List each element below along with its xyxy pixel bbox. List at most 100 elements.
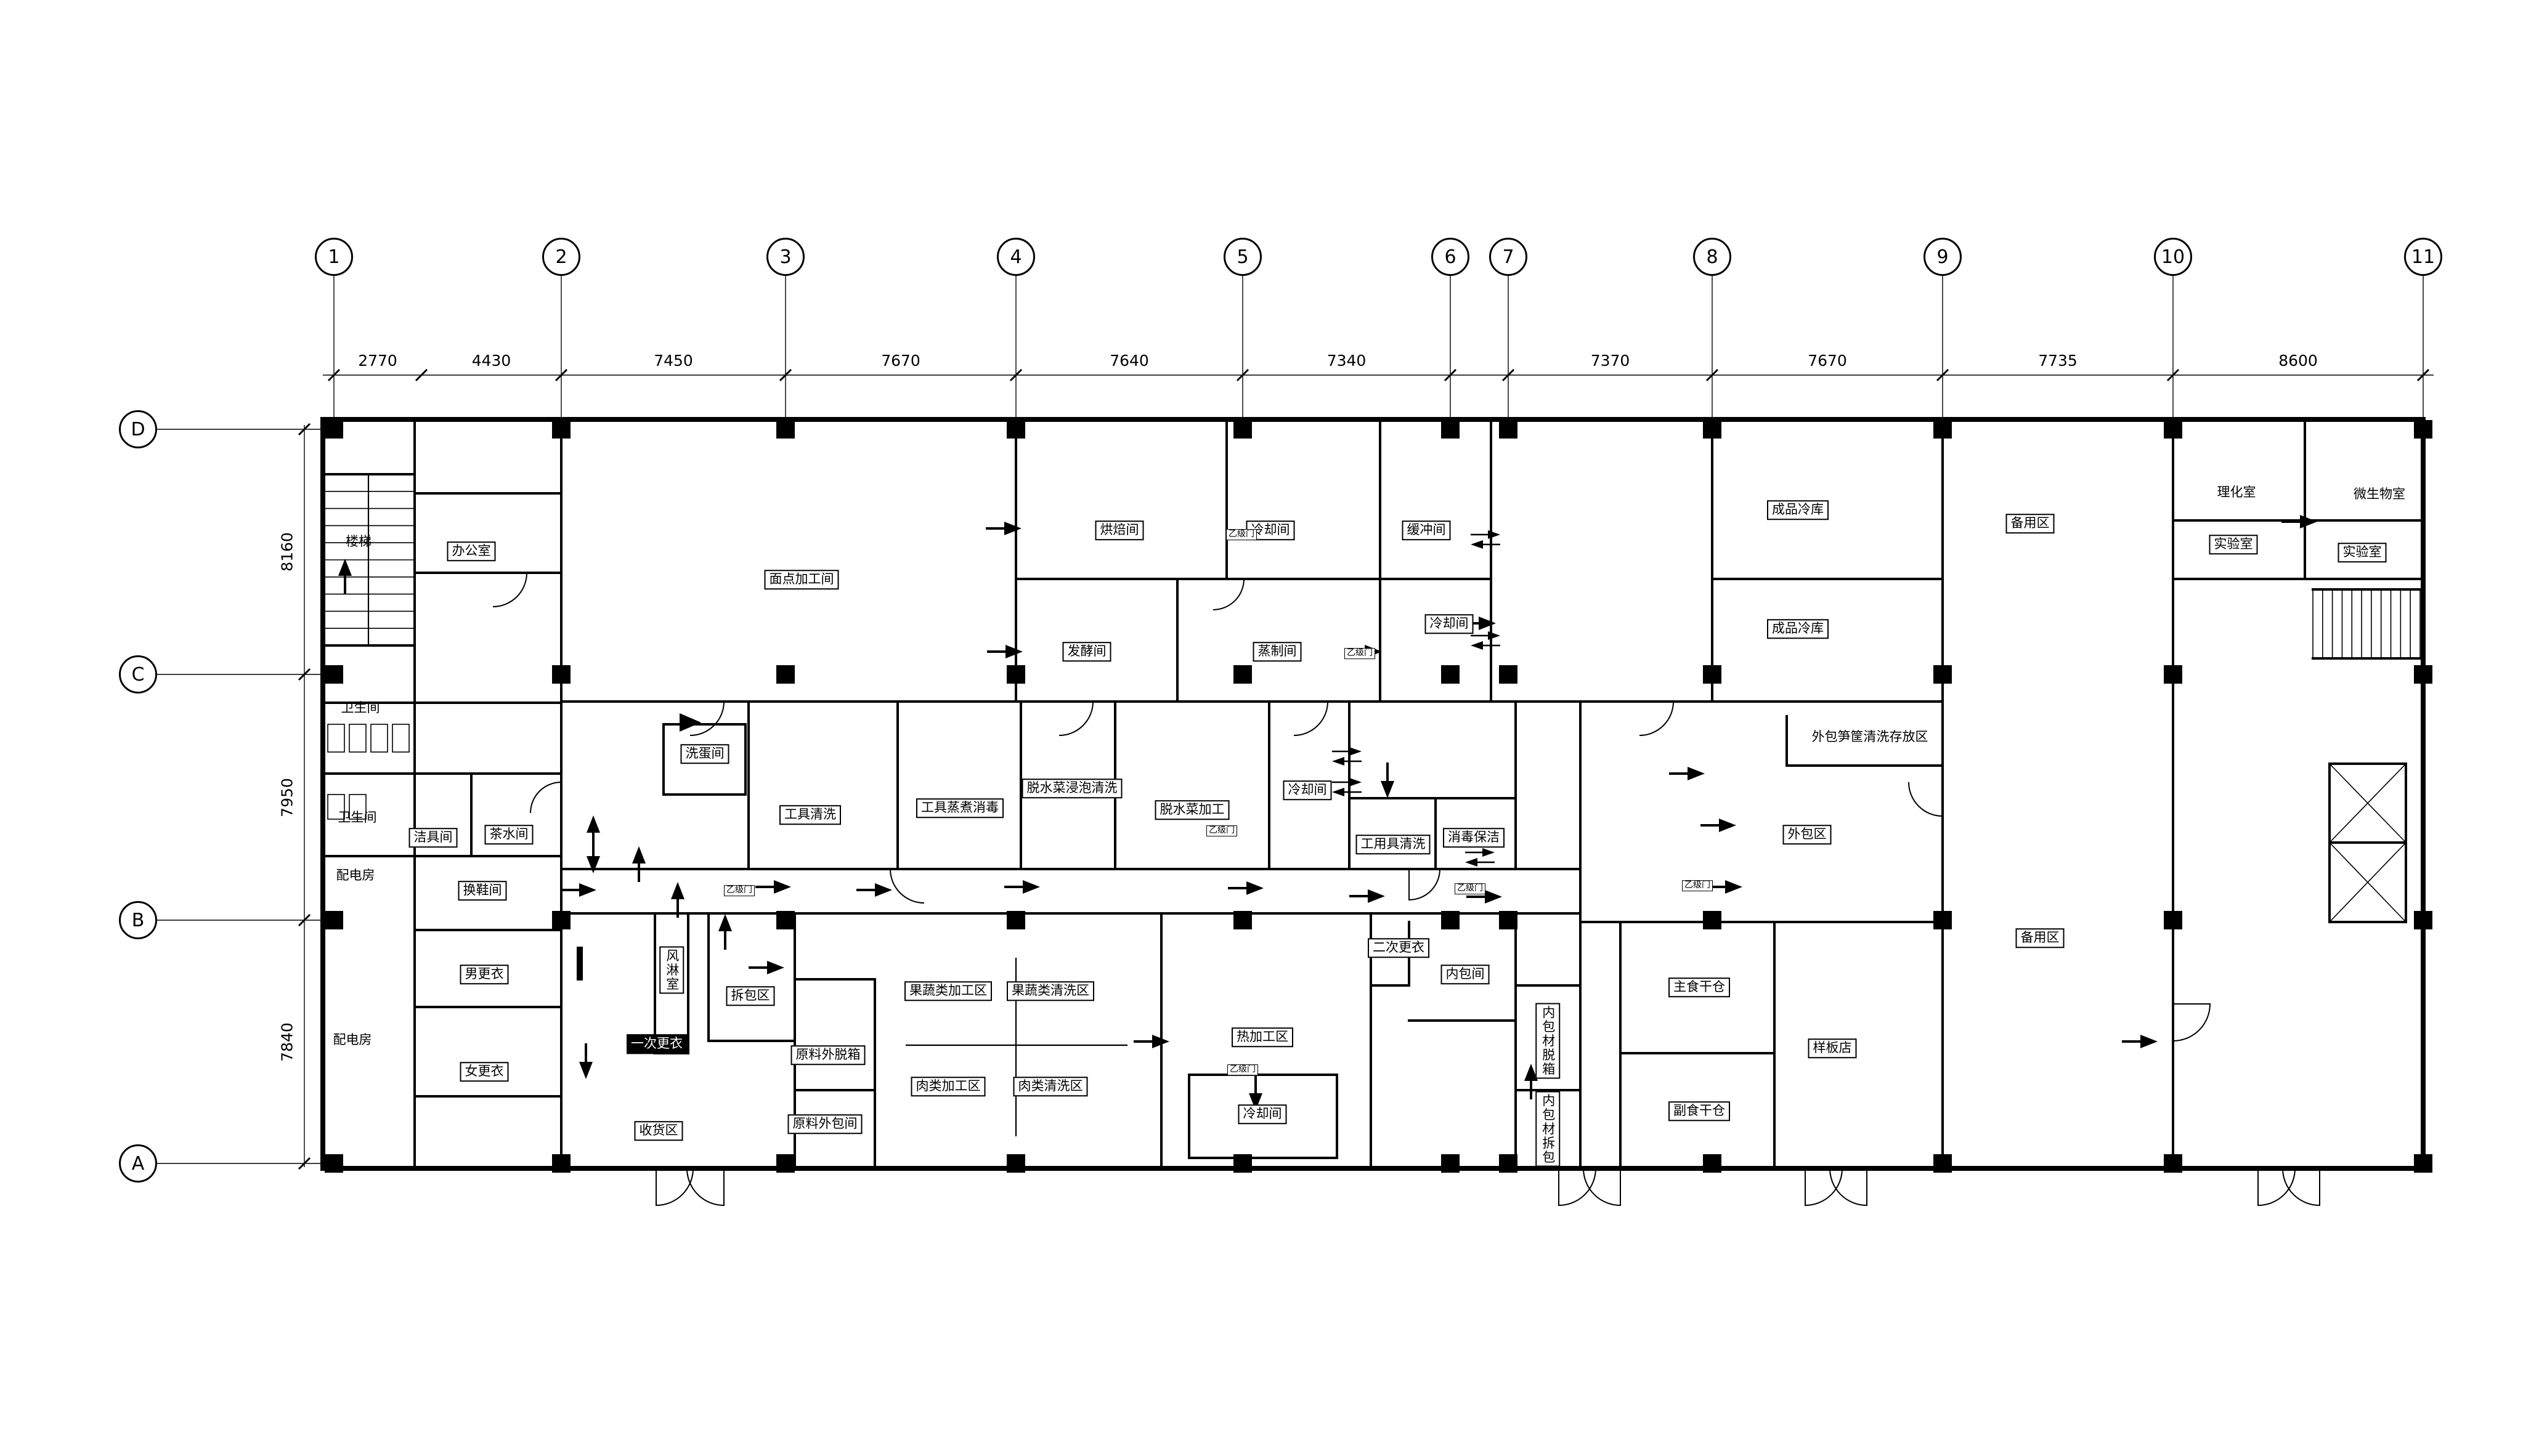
room-label: 实验室 — [2209, 535, 2258, 554]
structural-column — [1499, 665, 1517, 684]
dimension-tick — [1705, 368, 1719, 382]
grid-bubble-row: C — [119, 655, 157, 694]
dimension-value: 7670 — [881, 352, 920, 370]
flow-arrow-icon — [1134, 1035, 1169, 1048]
structural-column — [325, 1154, 343, 1173]
room-label: 茶水间 — [484, 825, 534, 844]
dimension-tick — [2166, 368, 2180, 382]
structural-column — [1933, 665, 1952, 684]
structural-column — [2164, 420, 2182, 439]
structural-column — [552, 1154, 571, 1173]
toilet-stall — [349, 724, 367, 753]
door-swing — [1293, 701, 1329, 736]
structural-column — [1499, 420, 1517, 439]
room-label: 外包区 — [1782, 825, 1832, 844]
dimension-value: 8600 — [2278, 352, 2318, 370]
room-label: 配电房 — [333, 1032, 372, 1048]
room-label: 风淋室 — [659, 946, 684, 994]
pass-window-icon — [1332, 747, 1362, 766]
room-label: 果蔬类清洗区 — [1007, 981, 1094, 1001]
grid-bubble-col: 9 — [1923, 238, 1962, 276]
door-swing — [689, 701, 725, 736]
room-label: 主食干仓 — [1668, 977, 1730, 997]
room-label: 工具清洗 — [779, 805, 841, 825]
flow-arrow-icon — [579, 1043, 593, 1079]
outer-wall — [320, 417, 2426, 1171]
grid-bubble-row: D — [119, 410, 157, 448]
flow-arrow-icon — [986, 522, 1022, 535]
pass-window-icon — [1465, 848, 1495, 867]
dimension-value: 7735 — [2038, 352, 2078, 370]
flag-marker-icon — [680, 713, 701, 749]
door-swing — [2282, 1168, 2320, 1207]
room-label: 男更衣 — [460, 965, 509, 984]
room-label: 果蔬类加工区 — [904, 981, 992, 1001]
dimension-tick — [327, 368, 341, 382]
flow-arrow-icon — [1466, 890, 1502, 904]
dimension-tick — [1501, 368, 1515, 382]
pass-window-icon — [1471, 631, 1500, 650]
structural-column — [1233, 665, 1252, 684]
room-label: 脱水菜加工 — [1155, 800, 1230, 820]
door-tag: 乙级门 — [1206, 825, 1237, 836]
flow-arrow-icon — [587, 838, 600, 873]
door-tag: 乙级门 — [1226, 529, 1257, 540]
door-tag: 乙级门 — [724, 885, 755, 896]
flow-arrow-icon — [561, 883, 596, 897]
room-label: 肉类加工区 — [911, 1077, 986, 1096]
structural-column — [776, 911, 795, 929]
structural-column — [552, 665, 571, 684]
structural-column — [325, 665, 343, 684]
elevator-shaft-x — [2329, 763, 2407, 843]
structural-column — [2164, 1154, 2182, 1173]
structural-column — [1499, 1154, 1517, 1173]
structural-column — [2164, 911, 2182, 929]
room-label: 内包材拆包 — [1535, 1091, 1560, 1167]
room-label: 卫生间 — [341, 700, 380, 716]
flow-arrow-icon — [338, 559, 352, 594]
door-swing — [492, 572, 528, 607]
room-label: 成品冷库 — [1767, 500, 1829, 520]
room-label: 冷却间 — [1424, 614, 1474, 634]
room-label: 工具蒸煮消毒 — [916, 798, 1004, 818]
dimension-tick — [1236, 368, 1249, 382]
structural-column — [1499, 911, 1517, 929]
grid-bubble-col: 3 — [766, 238, 805, 276]
toilet-stall — [349, 794, 367, 820]
door-swing — [656, 1168, 694, 1207]
dimension-value: 7950 — [278, 777, 296, 817]
structural-column — [1933, 911, 1952, 929]
room-label: 成品冷库 — [1767, 619, 1829, 639]
dimension-tick — [2416, 368, 2430, 382]
structural-column — [1007, 911, 1025, 929]
structural-column — [1933, 1154, 1952, 1173]
room-label: 备用区 — [2005, 514, 2055, 533]
structural-column — [1703, 911, 1721, 929]
structural-column — [1233, 911, 1252, 929]
structural-column — [2414, 1154, 2432, 1173]
dimension-tick — [298, 423, 311, 436]
structural-column — [1233, 1154, 1252, 1173]
door-swing — [1805, 1168, 1843, 1207]
dimension-tick — [554, 368, 568, 382]
dimension-value: 7450 — [654, 352, 693, 370]
structural-column — [1703, 665, 1721, 684]
door-tag: 乙级门 — [1682, 880, 1713, 891]
room-label: 拆包区 — [726, 986, 775, 1006]
room-label: 脱水菜浸泡清洗 — [1022, 779, 1123, 798]
door-swing — [1829, 1168, 1867, 1207]
door-swing — [1583, 1168, 1621, 1207]
room-label: 收货区 — [634, 1121, 683, 1141]
room-label: 样板店 — [1808, 1038, 1857, 1058]
room-label: 烘焙间 — [1095, 520, 1144, 540]
dimension-value: 7640 — [1110, 352, 1149, 370]
door-tag: 乙级门 — [1455, 883, 1485, 894]
door-swing — [686, 1168, 725, 1207]
flow-arrow-icon — [718, 914, 732, 950]
door-swing — [1058, 701, 1094, 736]
structural-column — [776, 1154, 795, 1173]
structural-column — [325, 420, 343, 439]
grid-bubble-row: A — [119, 1144, 157, 1183]
door-swing — [1908, 782, 1943, 817]
door-swing — [1639, 701, 1675, 736]
